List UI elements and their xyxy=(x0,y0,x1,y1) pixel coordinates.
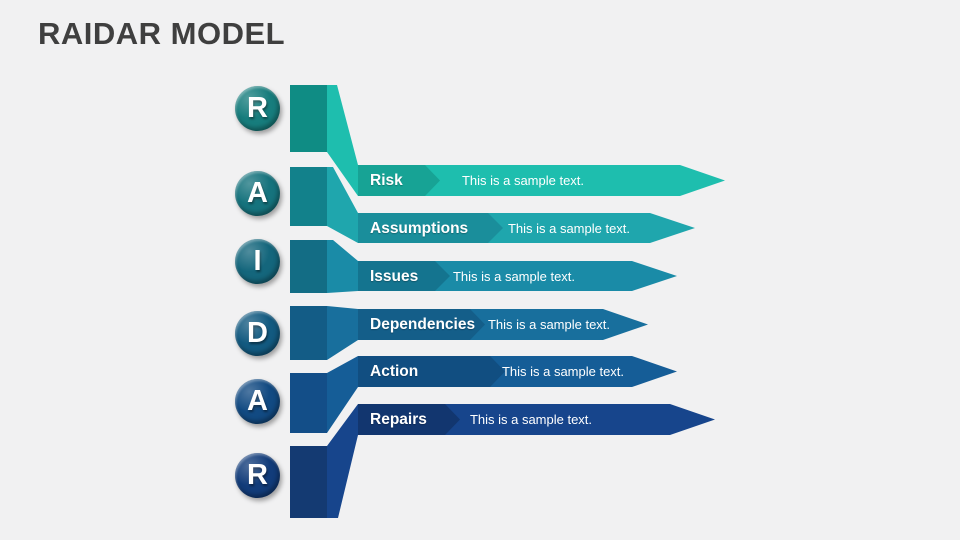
badge-letter: A xyxy=(247,177,268,209)
band-sample-risk: This is a sample text. xyxy=(461,173,585,188)
letter-badge-a1: A xyxy=(235,171,280,216)
stack-bar xyxy=(290,167,327,226)
row-shape-assumptions xyxy=(290,167,695,243)
label-chevron xyxy=(358,165,440,196)
row-shape-issues xyxy=(290,240,677,293)
badge-letter: D xyxy=(247,317,268,349)
label-chevron xyxy=(358,261,450,291)
stack-bar xyxy=(290,85,327,152)
row-shape-dependencies xyxy=(290,306,648,360)
band-label-issues: Issues xyxy=(370,268,419,285)
stack-bar xyxy=(290,240,327,293)
band-label-repairs: Repairs xyxy=(370,411,427,428)
label-chevron xyxy=(358,309,485,340)
label-chevron xyxy=(358,356,505,387)
band-sample-dependencies: This is a sample text. xyxy=(487,317,611,332)
band-label-action: Action xyxy=(370,363,419,380)
stack-bar xyxy=(290,446,327,518)
letter-badge-a2: A xyxy=(235,379,280,424)
stack-bar xyxy=(290,306,327,360)
letter-badge-r2: R xyxy=(235,453,280,498)
label-chevron xyxy=(358,213,503,243)
band-sample-issues: This is a sample text. xyxy=(452,269,576,284)
band-sample-action: This is a sample text. xyxy=(501,364,625,379)
band-sample-repairs: This is a sample text. xyxy=(469,412,593,427)
badge-letter: R xyxy=(247,459,268,491)
letter-badge-r1: R xyxy=(235,86,280,131)
letter-badge-i: I xyxy=(235,239,280,284)
page-title: RAIDAR MODEL xyxy=(38,16,286,51)
badge-letter: I xyxy=(253,245,262,277)
label-chevron xyxy=(358,404,460,435)
row-shape-risk xyxy=(290,85,725,196)
row-shape-repairs xyxy=(290,404,715,518)
band-label-assumptions: Assumptions xyxy=(370,220,469,237)
badge-letter: R xyxy=(247,92,268,124)
letter-badge-d: D xyxy=(235,311,280,356)
row-shape-action xyxy=(290,356,677,433)
band-label-risk: Risk xyxy=(370,172,403,189)
badge-letter: A xyxy=(247,385,268,417)
band-sample-assumptions: This is a sample text. xyxy=(507,221,631,236)
stack-bar xyxy=(290,373,327,433)
band-label-dependencies: Dependencies xyxy=(370,316,476,333)
